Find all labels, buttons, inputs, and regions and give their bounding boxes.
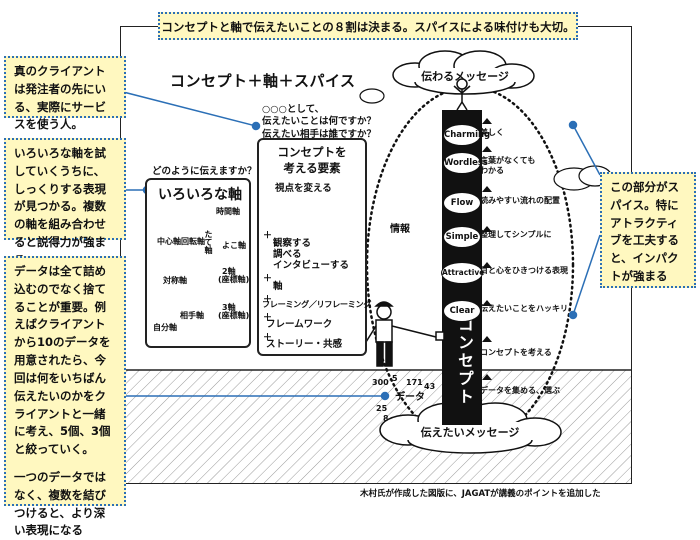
ring-markers: [482, 118, 492, 380]
note-spice: この部分がスパイス。特にアトラクティブを工夫すると、インパクトが強まる: [600, 172, 696, 288]
label-x-axis: よこ軸: [222, 241, 246, 250]
note-data-1: データは全て詰め込むのでなく捨てることが重要。例えばクライアントから10のデータ…: [14, 264, 111, 457]
worker-figure: [365, 301, 445, 367]
plus-sign: ＋: [263, 313, 273, 323]
note-data: データは全て詰め込むのでなく捨てることが重要。例えばクライアントから10のデータ…: [4, 256, 126, 537]
ring-desc: 美しく: [480, 128, 504, 137]
data-number: 25: [376, 404, 388, 413]
note-axes: いろいろな軸を試していくうちに、しっくりする表現が見つかる。複数の軸を組み合わせ…: [4, 138, 126, 267]
question-how: どのように伝えますか？: [152, 166, 257, 177]
ring-desc: 伝えたいことをハッキリ: [480, 304, 568, 313]
ring-simple: Simple: [443, 226, 481, 248]
element-axis: 軸: [273, 281, 283, 292]
data-number: 300: [372, 378, 389, 387]
plus-sign: ＋: [263, 231, 273, 241]
element-framework: フレームワーク: [266, 319, 333, 330]
label-center-axis: 中心軸: [157, 237, 181, 246]
concept-box-heading: コンセプトを 考える要素: [257, 145, 367, 176]
ring-desc: コンセプトを考える: [480, 348, 552, 357]
ring-desc: 読みやすい流れの配置: [480, 196, 560, 205]
label-other-axis: 相手軸: [180, 311, 204, 320]
summary-banner: コンセプトと軸で伝えたいことの８割は決まる。スパイスによる味付けも大切。: [158, 12, 578, 40]
element-viewpoint: 視点を変える: [275, 183, 332, 194]
question-2: 伝えたいことは何ですか？: [262, 116, 377, 128]
plus-sign: ＋: [263, 274, 273, 284]
axes-box-heading: いろいろな軸: [158, 187, 242, 203]
ring-flow: Flow: [443, 192, 481, 214]
ring-desc: データを集める、選ぶ: [480, 386, 560, 395]
label-three-axes: 3軸: [222, 303, 236, 312]
leader-lines: [99, 85, 601, 401]
ring-desc: 言葉がなくてもわかる: [480, 156, 536, 175]
figure-caption: 木村氏が作成した図版に、JAGATが講義のポイントを追加した: [360, 489, 601, 499]
element-framing: フレーミング／リフレーミング: [262, 299, 372, 309]
note-data-2: 一つのデータではなく、複数を結びつけると、より深い表現になる: [14, 469, 106, 538]
label-contrast-axis: 対称軸: [163, 276, 187, 285]
pillar-concept-text: コンセプト: [455, 316, 474, 406]
label-two-axes-sub: (座標軸): [218, 275, 250, 284]
ring-desc: 整理してシンプルに: [480, 230, 552, 239]
note-client: 真のクライアントは発注者の先にいる、実際にサービスを使う人。: [4, 56, 126, 131]
info-label: 情報: [390, 224, 410, 235]
concept-heading-line-1: コンセプトを: [277, 145, 347, 159]
ring-wordless: Wordless: [443, 152, 488, 174]
data-number: 8: [383, 414, 389, 423]
label-time-axis: 時間軸: [216, 207, 240, 216]
data-number: 43: [424, 382, 436, 391]
bottom-message: 伝えたいメッセージ: [420, 426, 520, 439]
question-3: 伝えたい相手は誰ですか？: [262, 128, 377, 140]
concept-heading-line-2: 考える要素: [283, 160, 341, 175]
label-rotation-axis: 回転軸: [181, 237, 205, 246]
plus-sign: ＋: [263, 333, 273, 343]
ring-clear: Clear: [443, 300, 481, 322]
top-message: 伝わるメッセージ: [421, 70, 509, 83]
data-number: 171: [406, 378, 423, 387]
diagram-title: コンセプト＋軸＋スパイス: [170, 72, 356, 90]
label-two-axes: 2軸: [222, 267, 236, 276]
data-number: 5: [392, 374, 398, 383]
axes-box: [145, 178, 251, 348]
data-label: データ: [395, 392, 425, 403]
ring-attractive: Attractive: [441, 262, 484, 284]
label-y-axis: たて軸: [204, 230, 213, 254]
ring-desc: 目と心をひきつける表現: [480, 266, 568, 275]
question-block: ○○○として、 伝えたいことは何ですか？ 伝えたい相手は誰ですか？: [262, 104, 376, 141]
label-self-axis: 自分軸: [153, 323, 177, 332]
ring-charming: Charming: [443, 124, 490, 146]
element-observe: 観察する: [273, 238, 312, 249]
element-research: 調べる: [273, 249, 302, 260]
diagram-graphics: [99, 50, 631, 483]
top-figure: [453, 78, 471, 111]
element-interview: インタビューする: [273, 260, 350, 271]
element-story: ストーリー・共感: [266, 339, 343, 350]
label-three-axes-sub: (座標軸): [218, 311, 250, 320]
concept-elements-box: [257, 138, 367, 356]
question-1: ○○○として、: [262, 104, 325, 115]
plus-sign: ＋: [263, 295, 273, 305]
